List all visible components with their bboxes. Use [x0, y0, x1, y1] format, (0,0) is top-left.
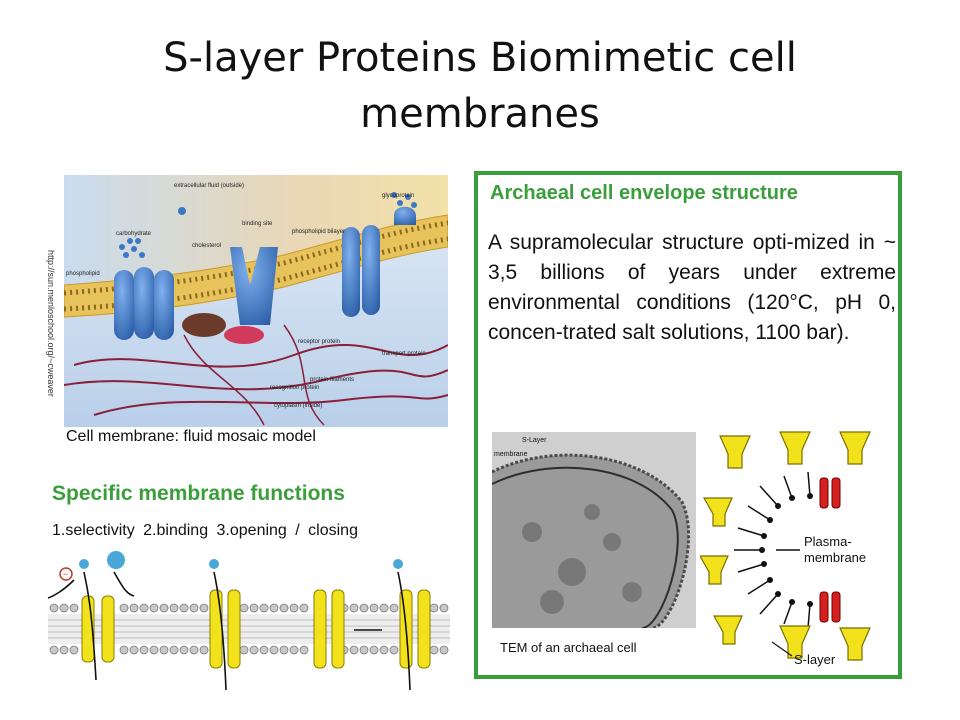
label-extracellular: extracellular fluid (outside): [174, 183, 244, 189]
label-carbohydrate: carbohydrate: [116, 231, 152, 237]
cell-membrane-figure: extracellular fluid (outside) glycoprote…: [63, 175, 449, 427]
tem-label-membrane: membrane: [494, 451, 528, 458]
credit-text: http://sun.menloschool.org/~cweaver: [46, 250, 56, 397]
receptor-protein: [230, 247, 278, 325]
label-bilayer: phospholipid bilayer: [292, 229, 345, 235]
tem-caption: TEM of an archaeal cell: [500, 640, 637, 655]
archaeal-description: A supramolecular structure opti-mized in…: [488, 231, 896, 344]
channel-protein-left: [114, 267, 174, 340]
label-recognition: recognition protein: [270, 385, 319, 391]
tem-micrograph: S-Layer membrane: [491, 432, 696, 630]
label-binding-site: binding site: [242, 221, 273, 227]
membrane-functions-diagram: −: [44, 550, 454, 692]
label-receptor: receptor protein: [298, 339, 340, 345]
label-membrane: membrane: [804, 550, 866, 565]
functions-title: Specific membrane functions: [52, 482, 345, 505]
slide-title: S-layer Proteins Biomimetic cell membran…: [163, 35, 797, 137]
label-transport: transport protein: [382, 351, 426, 357]
svg-text:−: −: [63, 569, 68, 579]
transport-protein: [342, 225, 380, 317]
label-glycoprotein: glycoprotein: [382, 193, 414, 199]
fluid-mosaic-illustration: extracellular fluid (outside) glycoprote…: [63, 175, 449, 427]
s-layer-illustration: Plasma- membrane S-layer: [698, 431, 871, 667]
tem-label-slayer: S-Layer: [522, 437, 547, 444]
label-phospholipid: phospholipid: [66, 271, 100, 277]
archaeal-title: Archaeal cell envelope structure: [490, 182, 798, 204]
functions-list: 1.selectivity 2.binding 3.opening / clos…: [52, 522, 358, 539]
cell-membrane-caption: Cell membrane: fluid mosaic model: [66, 428, 316, 445]
label-cytoplasm: cytoplasm (inside): [274, 403, 322, 409]
label-plasma: Plasma-: [804, 534, 852, 549]
label-filaments: protein filaments: [310, 377, 354, 383]
label-s-layer: S-layer: [794, 652, 836, 667]
bilayer-channels-illustration: −: [47, 551, 450, 691]
s-layer-diagram: Plasma- membrane S-layer: [698, 428, 896, 670]
tem-image: S-Layer membrane: [491, 432, 696, 630]
label-cholesterol: cholesterol: [192, 243, 221, 249]
